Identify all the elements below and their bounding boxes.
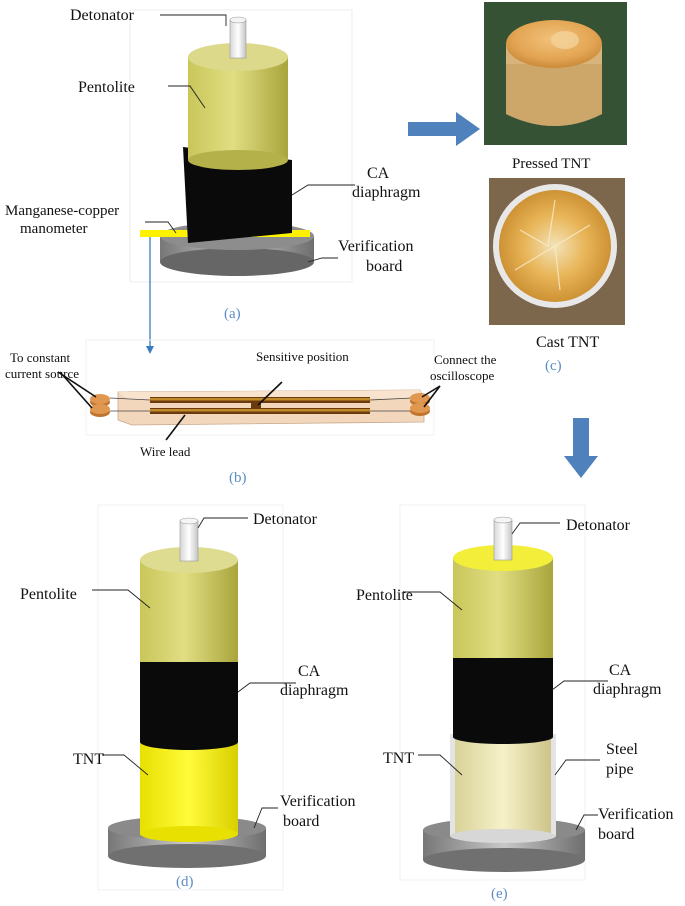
label-manometer-2: manometer bbox=[20, 221, 87, 237]
ca-diaphragm-e bbox=[453, 648, 553, 744]
label-pentolite-d: Pentolite bbox=[20, 586, 77, 603]
label-board-e-1: Verification bbox=[598, 806, 674, 823]
detonator-e bbox=[493, 516, 513, 561]
panel-a-frame bbox=[129, 9, 353, 283]
caption-b: (b) bbox=[229, 470, 247, 486]
label-pentolite-a: Pentolite bbox=[78, 79, 135, 96]
pentolite-a bbox=[188, 43, 288, 170]
label-board-a-2: board bbox=[366, 258, 402, 275]
label-ca-e-1: CA bbox=[609, 662, 632, 679]
label-ca-a-1: CA bbox=[367, 165, 390, 182]
arrow-a-to-b bbox=[146, 237, 154, 354]
sensitive-element bbox=[251, 403, 261, 408]
panel-e-frame bbox=[399, 504, 586, 881]
label-detonator-d: Detonator bbox=[253, 511, 318, 528]
label-board-d-1: Verification bbox=[280, 793, 356, 810]
label-tnt-d: TNT bbox=[73, 751, 104, 768]
label-current-2: current source bbox=[5, 366, 79, 381]
arrow-down-to-e bbox=[564, 418, 598, 478]
label-tnt-e: TNT bbox=[383, 750, 414, 767]
label-pipe-e-2: pipe bbox=[606, 761, 634, 778]
label-oscillo-1: Connect the bbox=[434, 352, 497, 367]
label-ca-e-2: diaphragm bbox=[593, 681, 662, 698]
label-pentolite-e: Pentolite bbox=[356, 587, 413, 604]
panel-a: Detonator Pentolite CA diaphragm Mangane… bbox=[5, 7, 421, 322]
label-ca-d-2: diaphragm bbox=[280, 682, 349, 699]
tnt-d bbox=[140, 740, 238, 842]
steel-pipe-e bbox=[450, 734, 556, 843]
panel-d: Detonator Pentolite CA diaphragm TNT Ver… bbox=[20, 504, 356, 891]
label-manometer-1: Manganese-copper bbox=[5, 203, 119, 219]
terminals-right bbox=[410, 393, 430, 416]
label-pressed-tnt: Pressed TNT bbox=[512, 156, 590, 172]
panel-b-frame bbox=[85, 339, 435, 436]
ca-diaphragm-d bbox=[140, 652, 238, 750]
label-ca-d-1: CA bbox=[298, 663, 321, 680]
label-board-e-2: board bbox=[598, 826, 634, 843]
label-board-a-1: Verification bbox=[338, 238, 414, 255]
label-cast-tnt: Cast TNT bbox=[536, 334, 599, 351]
arrow-right-to-c bbox=[408, 112, 480, 146]
label-pipe-e-1: Steel bbox=[606, 741, 639, 758]
caption-c: (c) bbox=[545, 358, 562, 374]
panel-b: To constant current source Sensitive pos… bbox=[5, 339, 497, 486]
terminals-left bbox=[90, 394, 110, 417]
label-board-d-2: board bbox=[283, 813, 319, 830]
caption-a: (a) bbox=[224, 306, 241, 322]
panel-c: Pressed TNT Cast TNT (c) bbox=[484, 2, 627, 374]
panel-d-frame bbox=[97, 504, 284, 891]
pentolite-d bbox=[140, 547, 238, 662]
ca-diaphragm-a bbox=[183, 147, 292, 243]
panel-e: Detonator Pentolite CA diaphragm TNT Ste… bbox=[356, 504, 674, 902]
detonator-d bbox=[179, 517, 199, 562]
label-detonator-e: Detonator bbox=[566, 517, 631, 534]
pentolite-e bbox=[453, 545, 553, 658]
label-current-1: To constant bbox=[10, 350, 70, 365]
detonator-a bbox=[229, 16, 247, 59]
label-sensitive: Sensitive position bbox=[256, 349, 349, 364]
label-detonator-a: Detonator bbox=[70, 7, 135, 24]
caption-d: (d) bbox=[176, 874, 194, 890]
label-oscillo-2: oscilloscope bbox=[430, 368, 494, 383]
label-wire: Wire lead bbox=[140, 444, 191, 459]
label-ca-a-2: diaphragm bbox=[352, 184, 421, 201]
caption-e: (e) bbox=[491, 886, 508, 902]
